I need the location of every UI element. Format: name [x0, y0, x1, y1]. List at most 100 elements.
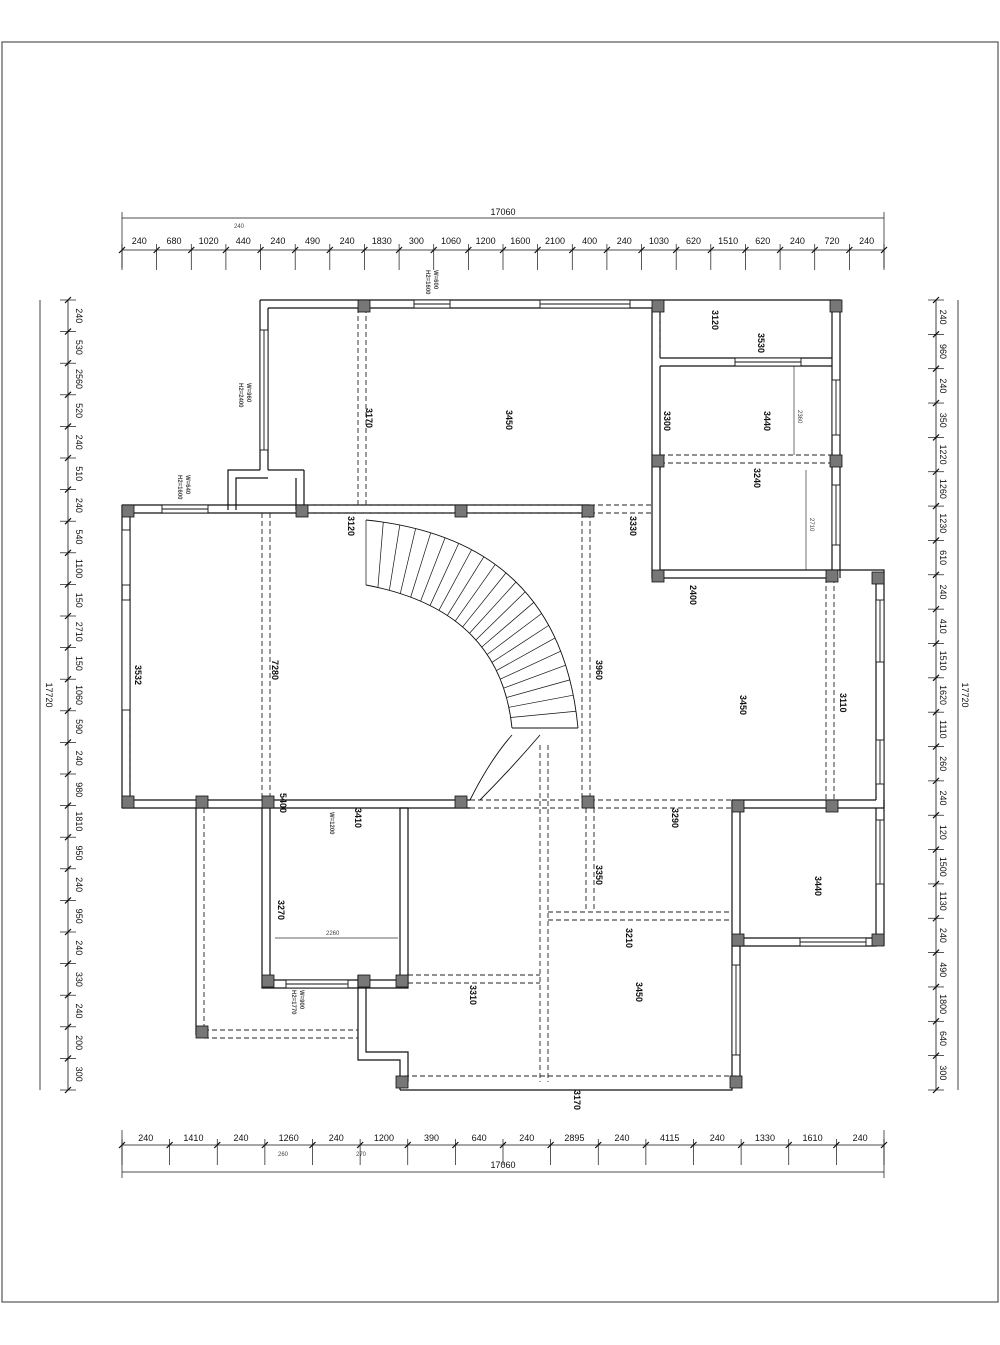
room-height-label: 3530: [756, 333, 766, 353]
top-dim-label: 400: [582, 236, 597, 246]
stair-tread: [462, 572, 507, 628]
column: [357, 299, 371, 313]
top-sub-dimension: 240: [234, 224, 245, 230]
left-dim-label: 1810: [74, 811, 84, 831]
left-dim-label: 240: [74, 308, 84, 323]
column: [829, 454, 843, 468]
left-dim-label: 520: [74, 403, 84, 418]
bottom-dim-mark: [309, 1141, 316, 1149]
right-dim-label: 1500: [938, 857, 948, 877]
room-height-label: 3450: [634, 982, 644, 1002]
right-dim-label: 610: [938, 550, 948, 565]
top-dim-mark: [534, 246, 542, 254]
right-dim-mark: [932, 399, 940, 407]
right-dim-label: 240: [938, 584, 948, 599]
right-dim-mark: [932, 571, 940, 579]
top-dim-mark: [638, 246, 645, 254]
column: [454, 795, 468, 809]
left-dim-mark: [64, 1023, 72, 1031]
right-dim-mark: [932, 777, 940, 785]
column: [357, 974, 371, 988]
top-dim-mark: [499, 246, 507, 254]
right-dim-label: 350: [938, 413, 948, 428]
room-height-label: 3450: [738, 695, 748, 715]
room-height-label: 3960: [594, 660, 604, 680]
top-dim-label: 1510: [718, 236, 738, 246]
column: [731, 933, 745, 947]
room-height-label: 3310: [468, 985, 478, 1005]
structural-columns: [121, 299, 885, 1089]
left-dim-label: 240: [74, 435, 84, 450]
right-dim-mark: [932, 811, 940, 819]
room-height-label: 3440: [813, 876, 823, 896]
window-tag-width: W=1200: [328, 812, 334, 835]
bottom-dim-mark: [356, 1141, 364, 1149]
bottom-sub-label: 260: [278, 1152, 289, 1158]
column: [395, 1075, 409, 1089]
bottom-dim-label: 240: [329, 1133, 344, 1143]
top-dim-label: 2100: [545, 236, 565, 246]
stair-tread: [377, 522, 384, 588]
bottom-dim-label: 1410: [183, 1133, 203, 1143]
left-dim-label: 240: [74, 877, 84, 892]
right-dim-mark: [932, 846, 940, 853]
window-tag-height: H2=1600: [176, 475, 182, 500]
right-dim-label: 120: [938, 825, 948, 840]
room-height-label: 2400: [688, 585, 698, 605]
top-dim-mark: [603, 246, 611, 254]
right-dim-mark: [932, 674, 940, 682]
stair-tread: [491, 625, 549, 663]
left-total-dimension: 17720: [44, 682, 54, 707]
column: [395, 974, 409, 988]
top-dim-label: 620: [755, 236, 770, 246]
right-dim-mark: [932, 1052, 940, 1060]
room-height-label: 7280: [270, 660, 280, 680]
room-height-label: 3270: [276, 900, 286, 920]
top-total-dimension: 17060: [490, 207, 515, 217]
inner-dim-3: 2260: [326, 931, 340, 937]
left-dim-label: 330: [74, 972, 84, 987]
left-dim-mark: [64, 802, 72, 810]
left-dim-mark: [64, 738, 72, 746]
window-tag-width: W=600: [432, 270, 438, 290]
column: [295, 504, 309, 518]
right-dim-label: 260: [938, 756, 948, 771]
bottom-dim-label: 240: [234, 1133, 249, 1143]
bottom-dim-label: 1610: [803, 1133, 823, 1143]
left-dim-label: 240: [74, 1003, 84, 1018]
bottom-dim-label: 390: [424, 1133, 439, 1143]
window-tag-width: W=960: [245, 383, 251, 403]
top-dim-label: 240: [859, 236, 874, 246]
bottom-dim-label: 4115: [660, 1133, 679, 1143]
left-dim-mark: [64, 675, 72, 683]
column: [195, 795, 209, 809]
left-dim-mark: [64, 707, 72, 715]
stair-tread: [420, 537, 446, 602]
window-tag-height: H2=1770: [290, 990, 296, 1015]
room-height-label: 3350: [594, 865, 604, 885]
bottom-dim-label: 240: [138, 1133, 153, 1143]
stair-tread: [389, 524, 401, 591]
left-dim-mark: [64, 612, 72, 620]
room-height-label: 3290: [670, 808, 680, 828]
bottom-dim-mark: [832, 1141, 840, 1149]
bottom-dim-label: 1330: [755, 1133, 775, 1143]
stair-tread: [496, 637, 556, 671]
right-dim-label: 240: [938, 310, 948, 325]
top-dim-label: 1830: [372, 236, 392, 246]
bottom-dim-mark: [690, 1141, 697, 1149]
room-height-label: 3110: [838, 693, 848, 713]
top-dim-mark: [430, 246, 438, 254]
stair-tread: [503, 664, 566, 689]
window-tags: W=600H2=1600W=960H2=2400W=640H2=1600W=12…: [176, 270, 438, 1015]
top-dim-mark: [464, 246, 472, 254]
column: [825, 569, 839, 583]
stair-tread: [447, 556, 485, 616]
windows: [121, 299, 885, 1056]
stair-tread: [510, 710, 577, 718]
left-dim-mark: [64, 391, 72, 399]
top-dim-mark: [707, 246, 715, 254]
bottom-dim-label: 240: [519, 1133, 534, 1143]
